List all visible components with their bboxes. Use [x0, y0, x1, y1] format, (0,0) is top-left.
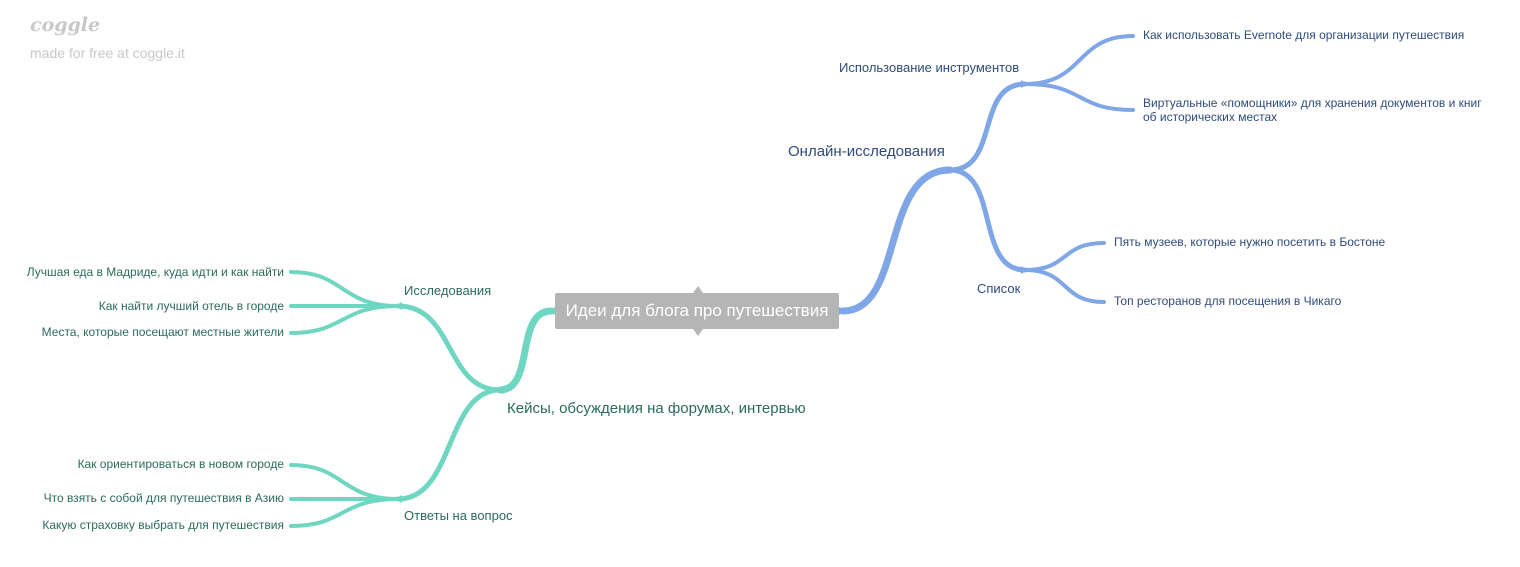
leaf-museums[interactable]: Пять музеев, которые нужно посетить в Бо… [1114, 235, 1386, 249]
leaf-restaurants[interactable]: Топ ресторанов для посещения в Чикаго [1114, 294, 1342, 308]
leaf-insurance[interactable]: Какую страховку выбрать для путешествия [42, 518, 284, 532]
node-tools[interactable]: Использование инструментов [839, 60, 1020, 75]
link-cases-research [395, 303, 503, 393]
link-answers-orient [289, 463, 400, 501]
leaf-assistants[interactable]: Виртуальные «помощники» для хранения док… [1143, 96, 1482, 124]
junction-root-left [548, 307, 555, 315]
junction-cases [497, 386, 504, 394]
node-list[interactable]: Список [977, 281, 1021, 296]
link-root-cases [496, 307, 555, 394]
link-online-list [947, 167, 1028, 273]
link-tools-evernote [1023, 34, 1135, 86]
link-online-tools [947, 81, 1028, 173]
leaf-best-hotel[interactable]: Как найти лучший отель в городе [98, 299, 284, 313]
link-list-restaurants [1023, 268, 1106, 304]
root-bottom-handle-icon[interactable] [693, 329, 703, 336]
junction-tools [1021, 80, 1028, 88]
node-cases[interactable]: Кейсы, обсуждения на форумах, интервью [507, 400, 806, 417]
link-root-online [839, 166, 954, 315]
root-top-handle-icon[interactable] [693, 286, 703, 293]
link-list-museums [1023, 241, 1106, 272]
link-tools-assistants [1023, 82, 1135, 112]
link-answers-insurance [289, 497, 400, 528]
node-answers[interactable]: Ответы на вопрос [404, 508, 513, 523]
leaf-local-places[interactable]: Места, которые посещают местные жители [41, 325, 284, 339]
junction-research [395, 302, 402, 310]
leaf-evernote[interactable]: Как использовать Evernote для организаци… [1143, 28, 1465, 42]
link-research-food [289, 270, 400, 308]
junction-answers [395, 495, 402, 503]
junction-online [946, 166, 953, 174]
junction-root-right [839, 307, 846, 315]
link-research-places [289, 304, 400, 335]
junction-list [1021, 266, 1028, 274]
leaf-orientation[interactable]: Как ориентироваться в новом городе [77, 457, 284, 471]
root-node[interactable]: Идеи для блога про путешествия [555, 293, 839, 329]
node-research[interactable]: Исследования [404, 283, 492, 298]
link-cases-answers [395, 387, 503, 502]
leaf-madrid-food[interactable]: Лучшая еда в Мадриде, куда идти и как на… [26, 265, 284, 279]
coggle-logo[interactable]: coggle [30, 14, 101, 36]
coggle-tagline[interactable]: made for free at coggle.it [30, 45, 185, 61]
leaf-asia[interactable]: Что взять с собой для путешествия в Азию [43, 491, 284, 505]
node-online-research[interactable]: Онлайн-исследования [788, 143, 945, 160]
